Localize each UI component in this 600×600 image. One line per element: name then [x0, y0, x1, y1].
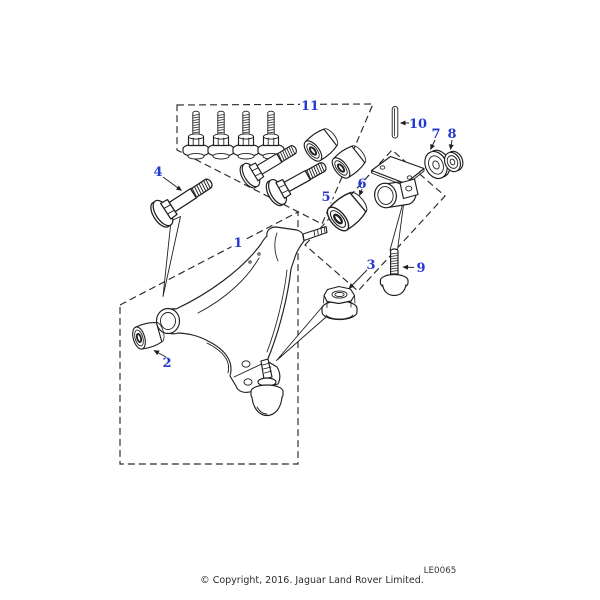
callout-9-label: 9: [416, 261, 425, 276]
pointer-needle-nut3: [276, 305, 331, 361]
bracket-box-outline: [304, 149, 446, 292]
flange-nut: [321, 285, 358, 321]
callout-6: 6: [357, 177, 367, 196]
copyright-text: © Copyright, 2016. Jaguar Land Rover Lim…: [200, 575, 424, 586]
washer-large: [424, 149, 451, 180]
callout-7-label: 7: [431, 127, 440, 142]
kit-flange-bolt-2: [207, 110, 235, 160]
callout-3-label: 3: [366, 258, 375, 273]
callout-7: 7: [430, 127, 441, 150]
callout-4: 4: [153, 165, 182, 191]
callout-5: 5: [319, 189, 333, 205]
kit-flange-bolt-3: [232, 110, 260, 160]
clevis-pin: [391, 106, 399, 139]
flange-bolt: [379, 248, 409, 297]
callout-11: 11: [300, 98, 320, 114]
callout-3: 3: [348, 258, 376, 289]
callout-8: 8: [447, 127, 457, 150]
pointer-needle-bolt4: [162, 216, 181, 297]
callout-2-label: 2: [162, 356, 171, 371]
callout-1-label: 1: [233, 236, 242, 251]
callout-11-label: 11: [301, 99, 319, 114]
callout-5-label: 5: [321, 190, 330, 205]
callout-6-label: 6: [357, 177, 366, 192]
callout-2: 2: [153, 350, 172, 371]
callout-10-label: 10: [409, 117, 427, 132]
mounting-bracket: [370, 155, 425, 209]
callout-10: 10: [400, 117, 427, 132]
kit-flange-bolt-1: [182, 110, 210, 160]
callout-9: 9: [402, 261, 426, 276]
callout-1: 1: [231, 235, 245, 251]
callout-8-label: 8: [447, 127, 456, 142]
drawing-code: LE0065: [424, 566, 457, 576]
ball-joint: [250, 358, 284, 417]
arm-rear-stud: [302, 225, 328, 242]
control-arm: [155, 225, 328, 417]
washer-small: [443, 150, 464, 173]
callout-4-label: 4: [153, 165, 162, 180]
